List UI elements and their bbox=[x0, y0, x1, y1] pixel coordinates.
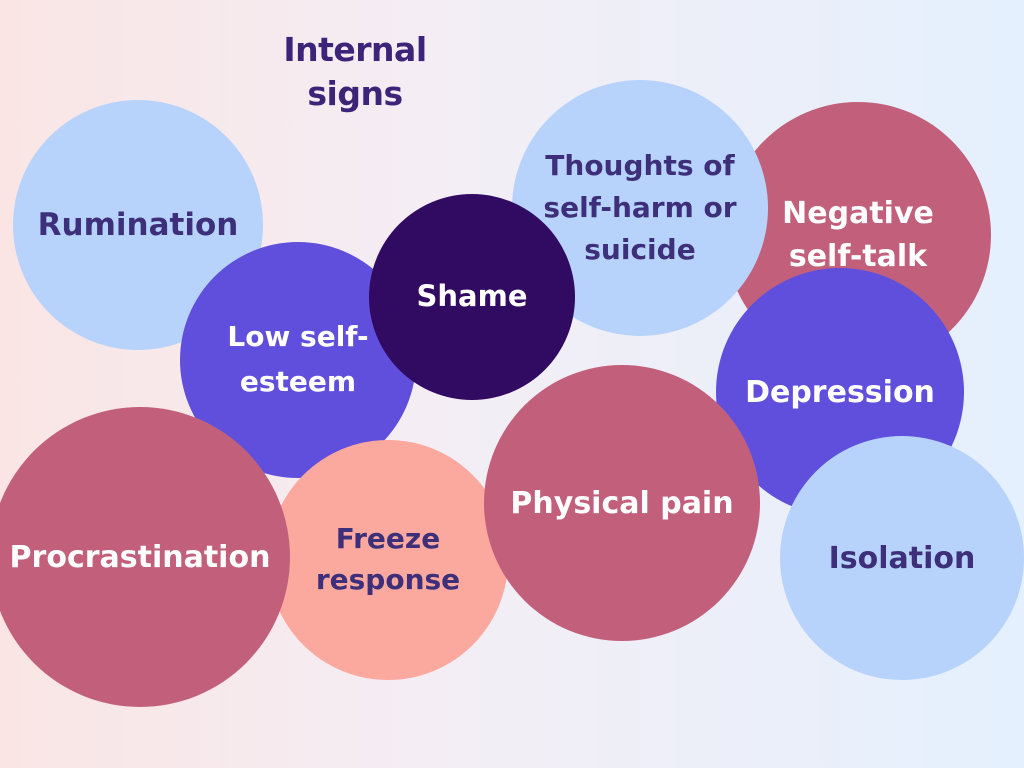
bubble-label: Shame bbox=[416, 279, 528, 314]
bubble-label: Physical pain bbox=[510, 485, 734, 521]
diagram-title: Internal signs bbox=[283, 30, 427, 113]
bubble-label: Procrastination bbox=[9, 539, 271, 575]
bubble-physical-pain: Physical pain bbox=[484, 365, 760, 641]
bubble-label: Negative self-talk bbox=[782, 195, 934, 275]
bubble-label: Freeze response bbox=[315, 522, 461, 596]
bubble-rumination: Rumination bbox=[13, 100, 263, 350]
bubble-label: Isolation bbox=[828, 540, 976, 576]
bubble-label: Rumination bbox=[37, 206, 239, 243]
bubble-isolation: Isolation bbox=[780, 436, 1024, 680]
bubble-label: Depression bbox=[745, 374, 935, 410]
bubble-procrastination: Procrastination bbox=[0, 407, 290, 707]
bubble-shame: Shame bbox=[369, 194, 575, 400]
bubble-negative-self-talk: Negative self-talk bbox=[725, 102, 991, 368]
bubble-label: Low self- esteem bbox=[227, 320, 369, 398]
bubble-label: Thoughts of self-harm or suicide bbox=[543, 149, 737, 266]
bubble-thoughts-of-self-harm: Thoughts of self-harm or suicide bbox=[512, 80, 768, 336]
bubble-freeze-response: Freeze response bbox=[268, 440, 508, 680]
